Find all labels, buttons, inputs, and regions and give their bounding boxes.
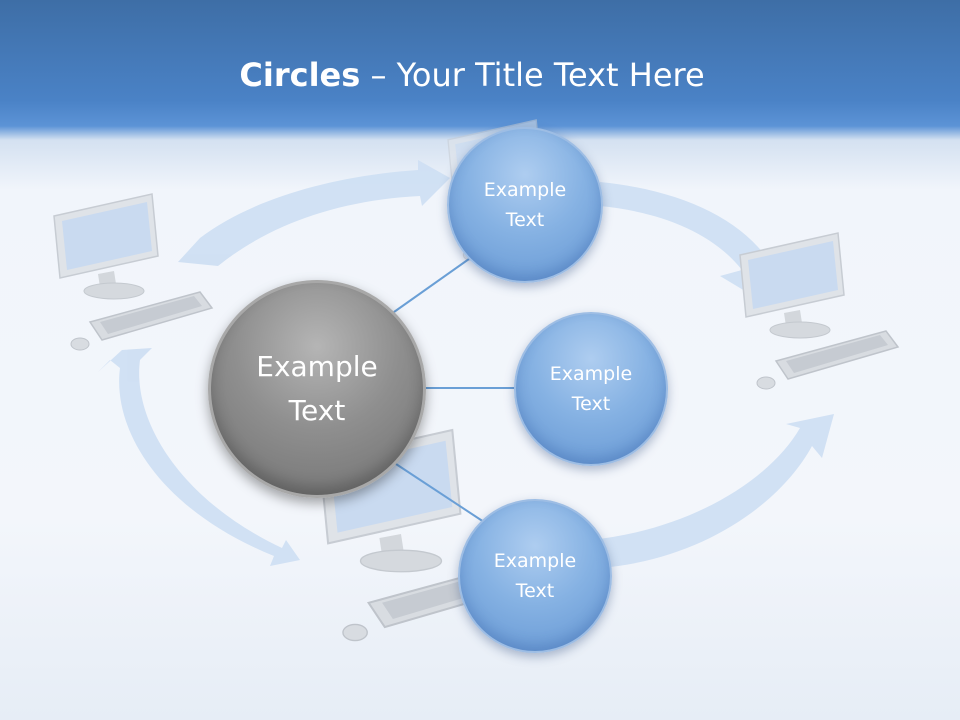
node-bottom: Example Text <box>458 499 612 653</box>
node-middle-label: Example Text <box>549 363 633 415</box>
node-middle: Example Text <box>514 312 668 466</box>
computer-icon <box>739 232 899 390</box>
node-top-label: Example Text <box>483 179 567 231</box>
central-node-label: Example Text <box>256 350 378 427</box>
connectors <box>393 253 514 523</box>
central-node: Example Text <box>208 280 426 498</box>
node-bottom-label: Example Text <box>493 550 577 602</box>
connector-line <box>393 253 477 313</box>
title-bold: Circles <box>239 56 361 94</box>
node-top: Example Text <box>447 127 603 283</box>
arrow-top <box>178 160 450 266</box>
connector-line <box>395 463 485 523</box>
page-title: Circles – Your Title Text Here <box>0 52 944 98</box>
computer-icon <box>53 193 213 351</box>
title-rest: – Your Title Text Here <box>360 56 705 94</box>
arrow-bottom-right <box>590 414 834 568</box>
